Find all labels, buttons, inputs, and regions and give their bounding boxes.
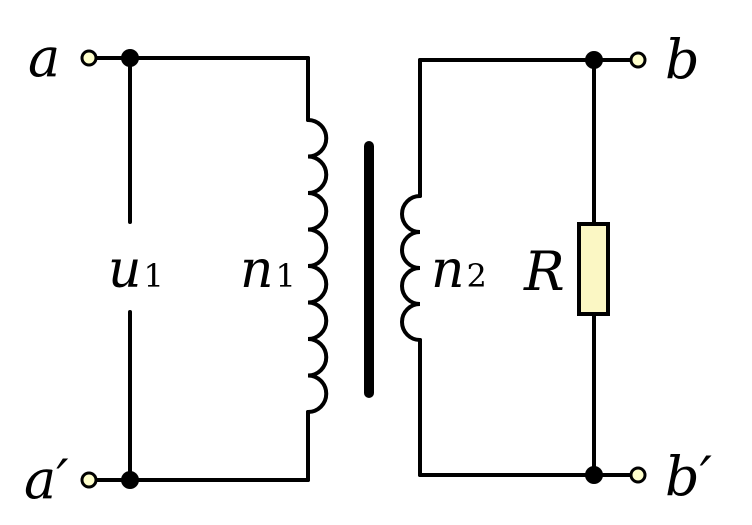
terminal-a [80,49,98,67]
terminal-a-prime [80,471,98,489]
junction-dot-bottom-right [585,466,603,484]
junctions [121,49,603,489]
secondary-coil [400,194,422,342]
voltage-label: u1 [108,240,164,300]
terminals [80,49,647,489]
primary-coil [306,118,329,414]
resistor-body [577,222,610,316]
terminal-b-prime-label: b′ [665,445,712,508]
junction-dot-top-left [121,49,139,67]
secondary-turns-label: n2 [431,240,487,300]
terminal-a-label: a [28,26,60,89]
primary-turns-label: n1 [240,240,296,300]
junction-dot-bottom-left [121,471,139,489]
junction-dot-top-right [585,51,603,69]
primary-circuit [91,56,329,482]
terminal-b [629,51,647,69]
resistor-label: R [523,240,565,303]
terminal-a-prime-label: a′ [24,448,68,511]
terminal-b-prime [629,466,647,484]
terminal-b-label: b [665,28,700,91]
